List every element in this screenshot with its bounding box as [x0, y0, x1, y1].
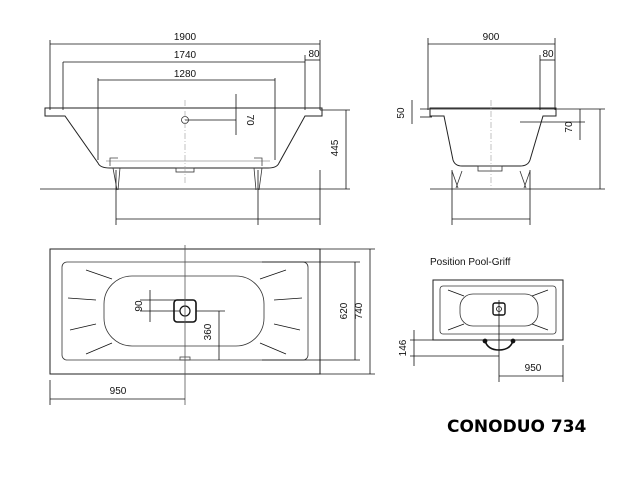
pool-grip-height-label: 146 [398, 339, 409, 356]
side-bottom-length-label: 1280 [174, 69, 197, 80]
top-overall-width-label: 740 [354, 302, 365, 319]
end-overall-width-label: 900 [483, 32, 500, 43]
side-drain-offset-label: 70 [244, 114, 255, 126]
side-inner-length-label: 1740 [174, 50, 197, 61]
top-drain-position-label: 950 [110, 386, 127, 397]
side-height-label: 445 [330, 139, 341, 156]
top-drain-offset-label: 90 [134, 300, 145, 312]
top-view [49, 245, 375, 405]
side-view [40, 40, 350, 225]
pool-grip-view [410, 279, 564, 382]
product-title: CONODUO 734 [447, 417, 587, 437]
end-view [411, 38, 605, 225]
end-rim-label: 80 [542, 49, 554, 60]
side-overall-length-label: 1900 [174, 32, 197, 43]
top-drain-to-edge-label: 360 [203, 323, 214, 340]
top-inner-width-label: 620 [339, 302, 350, 319]
end-rim-height-label: 50 [396, 107, 407, 119]
pool-grip-position-label: 950 [525, 363, 542, 374]
side-rim-label: 80 [308, 49, 320, 60]
pool-grip-caption: Position Pool-Griff [430, 257, 511, 268]
end-drain-offset-label: 70 [564, 121, 575, 133]
